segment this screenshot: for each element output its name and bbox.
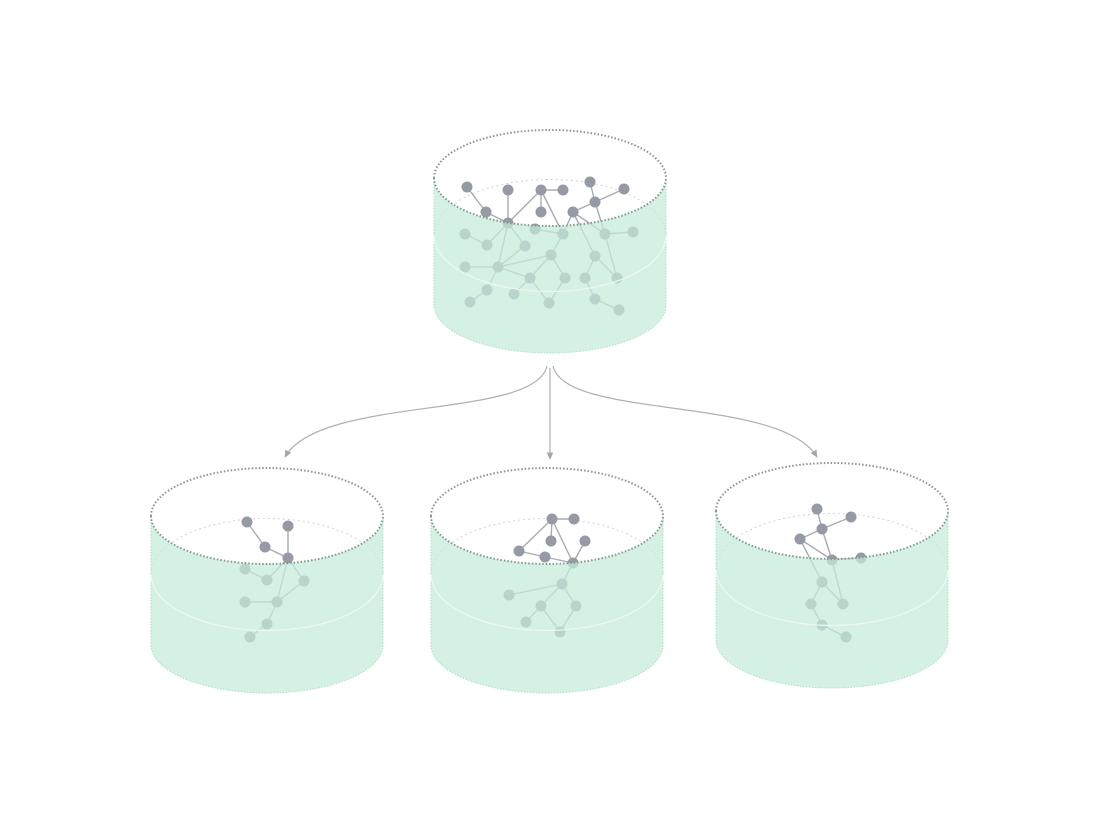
graph-node — [461, 181, 473, 193]
cylinder-body — [431, 516, 663, 693]
arrow-to-left-partition — [284, 365, 548, 458]
graph-node — [584, 176, 596, 188]
graph-node — [546, 513, 558, 525]
partition-middle-cylinder — [430, 467, 664, 694]
cylinder-inner-ring-front — [433, 235, 667, 293]
graph-node — [513, 545, 525, 557]
graph-node — [557, 184, 569, 196]
graph-node — [816, 523, 828, 535]
graph-edge — [799, 538, 833, 561]
source-database-cylinder — [433, 129, 667, 354]
cylinder-top-rim-front — [430, 515, 664, 565]
graph-node — [845, 511, 857, 523]
cylinder-body — [716, 511, 948, 688]
cylinder-body — [151, 516, 383, 693]
graph-node — [282, 520, 294, 532]
arrow-to-right-partition — [552, 365, 818, 458]
cylinder-top-rim-front — [433, 177, 667, 227]
cylinder-inner-ring-front — [715, 569, 949, 627]
graph-node — [502, 184, 514, 196]
graph-node — [589, 196, 601, 208]
graph-node — [579, 535, 591, 547]
graph-node — [545, 535, 557, 547]
graph-node — [480, 206, 492, 218]
graph-node — [259, 541, 271, 553]
partition-right-cylinder — [715, 462, 949, 689]
cylinder-body — [434, 178, 666, 353]
cylinder-top-rim — [433, 129, 667, 179]
graph-node — [241, 516, 253, 528]
graph-node — [794, 533, 806, 545]
cylinder-top-rim — [430, 467, 664, 517]
cylinder-top-rim — [150, 467, 384, 517]
cylinder-top-rim-front — [150, 515, 384, 565]
cylinder-outline — [433, 178, 667, 354]
graph-edge — [507, 189, 542, 224]
graph-node — [539, 551, 551, 563]
partition-left-cylinder — [150, 467, 384, 694]
graph-node — [535, 184, 547, 196]
graph-node — [535, 206, 547, 218]
cylinder-inner-ring-front — [150, 574, 384, 632]
graph-node — [282, 552, 294, 564]
graph-node — [568, 513, 580, 525]
graph-edge — [551, 518, 574, 564]
cylinder-inner-ring-front — [430, 574, 664, 632]
cylinder-top-rim — [715, 462, 949, 512]
graph-node — [618, 183, 630, 195]
graph-edge — [518, 518, 553, 552]
split-arrows — [284, 365, 818, 460]
graph-node — [567, 206, 579, 218]
cylinder-top-rim-front — [715, 510, 949, 560]
graph-node — [811, 503, 823, 515]
